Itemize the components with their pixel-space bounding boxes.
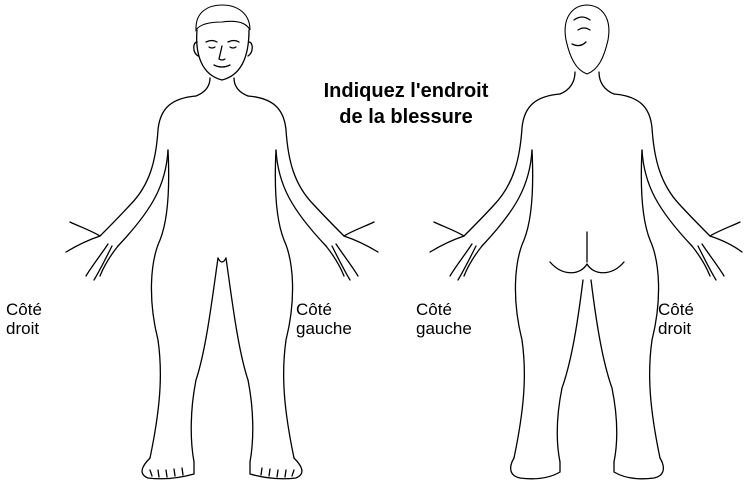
instruction-title: Indiquez l'endroit de la blessure	[300, 78, 512, 130]
front-right-side-label-line2: gauche	[296, 319, 352, 338]
back-left-side-label-line2: gauche	[416, 319, 472, 338]
back-right-side-label: Côté droit	[658, 300, 694, 338]
front-right-side-label-line1: Côté	[296, 300, 352, 319]
back-left-side-label: Côté gauche	[416, 300, 472, 338]
back-body-outline	[430, 5, 742, 479]
front-left-side-label-line1: Côté	[6, 300, 42, 319]
back-left-side-label-line1: Côté	[416, 300, 472, 319]
front-left-side-label: Côté droit	[6, 300, 42, 338]
front-right-side-label: Côté gauche	[296, 300, 352, 338]
instruction-title-line2: de la blessure	[300, 104, 512, 130]
instruction-title-line1: Indiquez l'endroit	[300, 78, 512, 104]
back-right-side-label-line1: Côté	[658, 300, 694, 319]
back-right-side-label-line2: droit	[658, 319, 694, 338]
front-left-side-label-line2: droit	[6, 319, 42, 338]
